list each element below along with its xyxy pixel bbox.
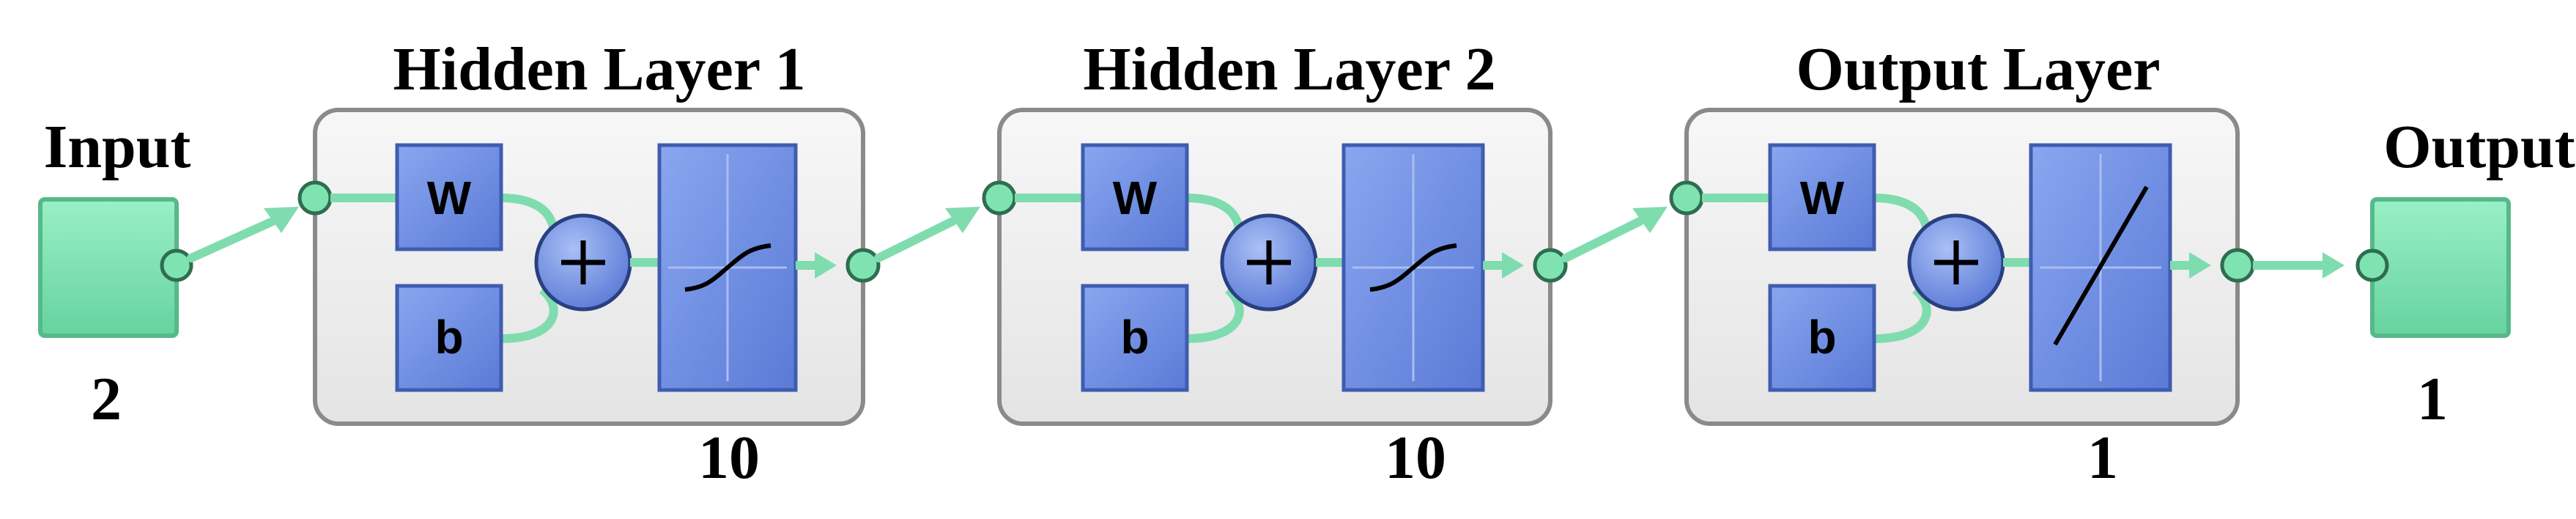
weight-symbol: W (1800, 172, 1845, 224)
input-block (38, 197, 179, 338)
weight-symbol: W (1113, 172, 1158, 224)
bias-block (1081, 284, 1189, 392)
layer-size: 10 (698, 424, 760, 492)
weight-block (1081, 143, 1189, 251)
output-input-dot (2355, 249, 2389, 282)
connector-dot (160, 249, 193, 282)
weight-symbol: W (427, 172, 472, 224)
sigmoid-transfer-icon (684, 243, 771, 292)
layer-output-dot (1533, 248, 1568, 283)
layer-title: Hidden Layer 1 (393, 35, 805, 103)
sigmoid-transfer-icon (1369, 243, 1457, 292)
output-label: Output (2383, 113, 2575, 181)
bias-block (1768, 284, 1876, 392)
connector-output-layer-to-output (2253, 252, 2344, 279)
bias-symbol: b (1120, 311, 1149, 364)
bias-symbol: b (1807, 311, 1836, 364)
layer-input-dot (1669, 180, 1704, 216)
layer-input-dot (297, 180, 333, 216)
connector-input-to-layer1 (160, 207, 299, 282)
connector-arrow (264, 207, 299, 233)
bias-block (395, 284, 503, 392)
connector-layer1-to-layer2 (874, 207, 980, 262)
layer-output-dot (2220, 248, 2255, 283)
layer-output-dot (845, 248, 881, 283)
hidden-layer-1: Hidden Layer 1 W b 10 (297, 35, 881, 492)
layer-size: 1 (2087, 424, 2118, 492)
layer-input-dot (982, 180, 1017, 216)
input-label: Input (44, 113, 191, 181)
connector-layer2-to-output-layer (1561, 207, 1668, 262)
layer-title: Hidden Layer 2 (1083, 35, 1495, 103)
weight-block (395, 143, 503, 251)
connector-line (187, 217, 277, 262)
hidden-layer-2: Hidden Layer 2 W b 10 (982, 35, 1568, 492)
bias-symbol: b (434, 311, 463, 364)
output-block (2370, 197, 2511, 338)
layer-title: Output Layer (1796, 35, 2160, 103)
layer-size: 10 (1385, 424, 1446, 492)
weight-block (1768, 143, 1876, 251)
output-layer: Output Layer W b 1 (1669, 35, 2255, 492)
linear-transfer-icon (2053, 185, 2149, 346)
output-node: Output 1 (2355, 113, 2575, 433)
output-size: 1 (2417, 365, 2448, 433)
input-size: 2 (91, 365, 122, 433)
